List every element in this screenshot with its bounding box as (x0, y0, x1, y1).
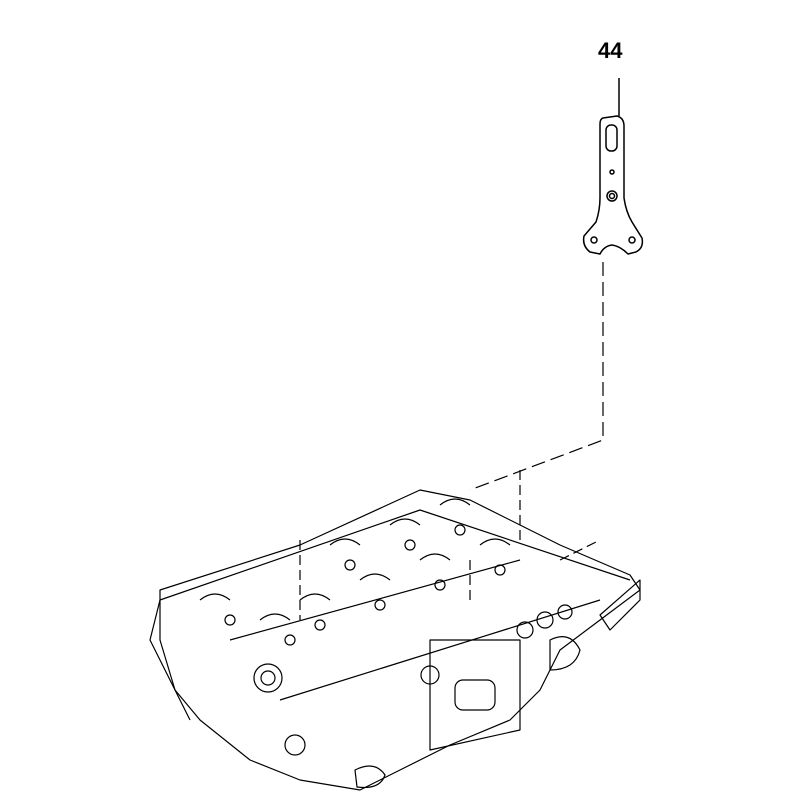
install-path-dashed-line (469, 262, 604, 491)
bracket-part (582, 115, 644, 255)
cylinder-head (149, 470, 641, 791)
callout-44: 44 (598, 38, 623, 63)
cam-bearing-caps (199, 498, 511, 621)
bolt-holes (224, 524, 506, 646)
